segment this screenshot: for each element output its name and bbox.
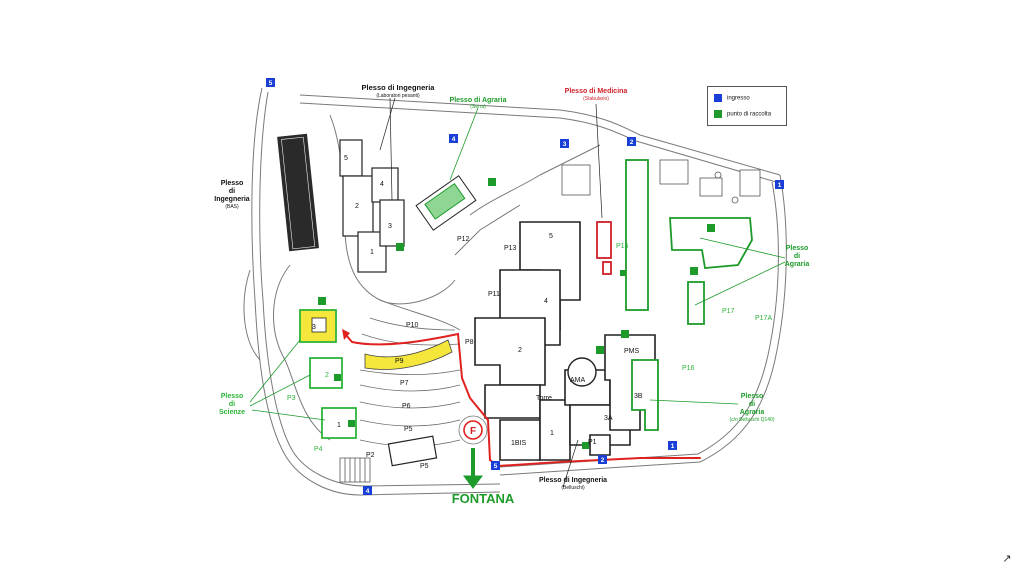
parking-label: P3 — [287, 395, 296, 402]
fullscreen-toggle-icon[interactable]: ↗ — [1002, 553, 1012, 565]
building-label: Torre — [536, 395, 552, 402]
entrance-number: 2 — [630, 139, 634, 146]
parking-label: P4 — [314, 446, 323, 453]
parking-label: P2 — [366, 452, 375, 459]
ing-bas-3: Ingegneria — [214, 196, 250, 203]
entrance-number: 4 — [366, 488, 370, 495]
fontana-arrow — [463, 448, 483, 489]
building-label: 3A — [604, 415, 613, 422]
agr-bell-1: Plesso — [741, 393, 764, 400]
agr-right-3: Agraria — [785, 261, 810, 268]
agr-right-1: Plesso — [786, 245, 809, 252]
building-label: 1 — [550, 430, 554, 437]
map-legend: ingresso punto di raccolta — [707, 86, 787, 126]
parking-label: P12 — [457, 236, 470, 243]
fountain-letter: F — [470, 426, 476, 437]
upper-right-structures — [561, 159, 761, 204]
assembly-swatch-icon — [714, 110, 722, 118]
p9-highlight-area — [364, 339, 453, 370]
agr-bell-2: di — [749, 401, 755, 408]
lower-left-parking-stalls — [339, 457, 371, 483]
central-building-complex — [474, 221, 656, 461]
route-arrowhead — [342, 329, 350, 340]
ing-lab-sub: (Laboratori pesanti) — [376, 93, 420, 99]
building-label: AMA — [570, 377, 586, 384]
agr-serra-title: Plesso di Agraria — [450, 97, 507, 104]
ing-lab-title: Plesso di Ingegneria — [362, 83, 436, 92]
agr-bell-3: Agraria — [740, 409, 765, 416]
entrance-number: 1 — [671, 443, 675, 450]
entrance-swatch-icon — [714, 94, 722, 102]
building-label: 2 — [355, 203, 359, 210]
building-label: 5 — [549, 233, 553, 240]
ama-dome — [567, 357, 597, 387]
sci-1: Plesso — [221, 393, 244, 400]
building-label: 3B — [634, 393, 643, 400]
parking-label: P13 — [504, 245, 517, 252]
p5-building — [387, 435, 438, 467]
parking-label: P17 — [722, 308, 735, 315]
building-label: 1BIS — [511, 440, 527, 447]
sci-3: Scienze — [219, 409, 245, 416]
building-label: PMS — [624, 348, 640, 355]
ing-bas-4: (BAS) — [225, 204, 239, 210]
building-label: 1 — [370, 249, 374, 256]
sci-2: di — [229, 401, 235, 408]
parking-label: P11 — [488, 291, 500, 298]
parking-label: P9 — [395, 358, 404, 365]
leader-lines — [379, 97, 603, 488]
parking-rows — [359, 317, 461, 447]
scienze-buildings — [299, 309, 357, 439]
building-label: 1 — [337, 422, 341, 429]
legend-assembly: punto di raccolta — [714, 110, 771, 118]
building-label: 4 — [380, 181, 384, 188]
building-label: 3 — [312, 324, 316, 331]
agraria-buildings — [625, 159, 753, 431]
ingegneria-bas-building — [277, 133, 319, 252]
building-label: 5 — [344, 155, 348, 162]
parking-label: P10 — [406, 322, 419, 329]
parking-label: P15 — [616, 243, 629, 250]
ingegneria-lab-buildings — [339, 139, 405, 273]
med-title: Plesso di Medicina — [565, 88, 628, 95]
parking-label: P6 — [402, 403, 411, 410]
parking-label: P16 — [682, 365, 695, 372]
parking-label: P5 — [404, 426, 413, 433]
serra-building — [415, 175, 477, 231]
road-network — [243, 87, 787, 496]
entrance-number: 2 — [601, 457, 605, 464]
entrance-number: 5 — [494, 463, 498, 470]
medicina-building — [596, 221, 612, 275]
med-sub: (Stabulario) — [583, 96, 609, 102]
ing-bell-sub: (Belluschi) — [561, 485, 585, 491]
entrance-markers — [266, 78, 784, 495]
green-leader-lines — [249, 107, 786, 421]
fountain-marker — [463, 420, 483, 440]
parking-label: P5 — [420, 463, 429, 470]
building-label: 2 — [325, 372, 329, 379]
entrance-number: 3 — [563, 141, 567, 148]
legend-entrance-label: ingresso — [727, 95, 750, 102]
ing-bas-2: di — [229, 188, 235, 195]
entrance-number: 1 — [778, 182, 782, 189]
parking-label: P8 — [465, 339, 474, 346]
agr-serra-sub: (Serra) — [470, 104, 486, 110]
legend-assembly-label: punto di raccolta — [727, 111, 772, 118]
entrance-number: 4 — [452, 136, 456, 143]
ing-bell-title: Plesso di Ingegneria — [539, 477, 607, 484]
parking-label: P7 — [400, 380, 409, 387]
assembly-points — [318, 178, 715, 449]
parking-label: P17A — [755, 315, 772, 322]
legend-entrance: ingresso — [714, 94, 750, 102]
building-label: 2 — [518, 347, 522, 354]
building-label: 3 — [388, 223, 392, 230]
agr-right-2: di — [794, 253, 800, 260]
fontana-label: FONTANA — [452, 491, 515, 506]
ing-bas-1: Plesso — [221, 180, 244, 187]
agr-bell-sub: (c/o Belluschi Q140) — [729, 417, 774, 423]
entrance-number: 5 — [269, 80, 273, 87]
building-label: 4 — [544, 298, 548, 305]
building-label: P1 — [588, 439, 597, 446]
